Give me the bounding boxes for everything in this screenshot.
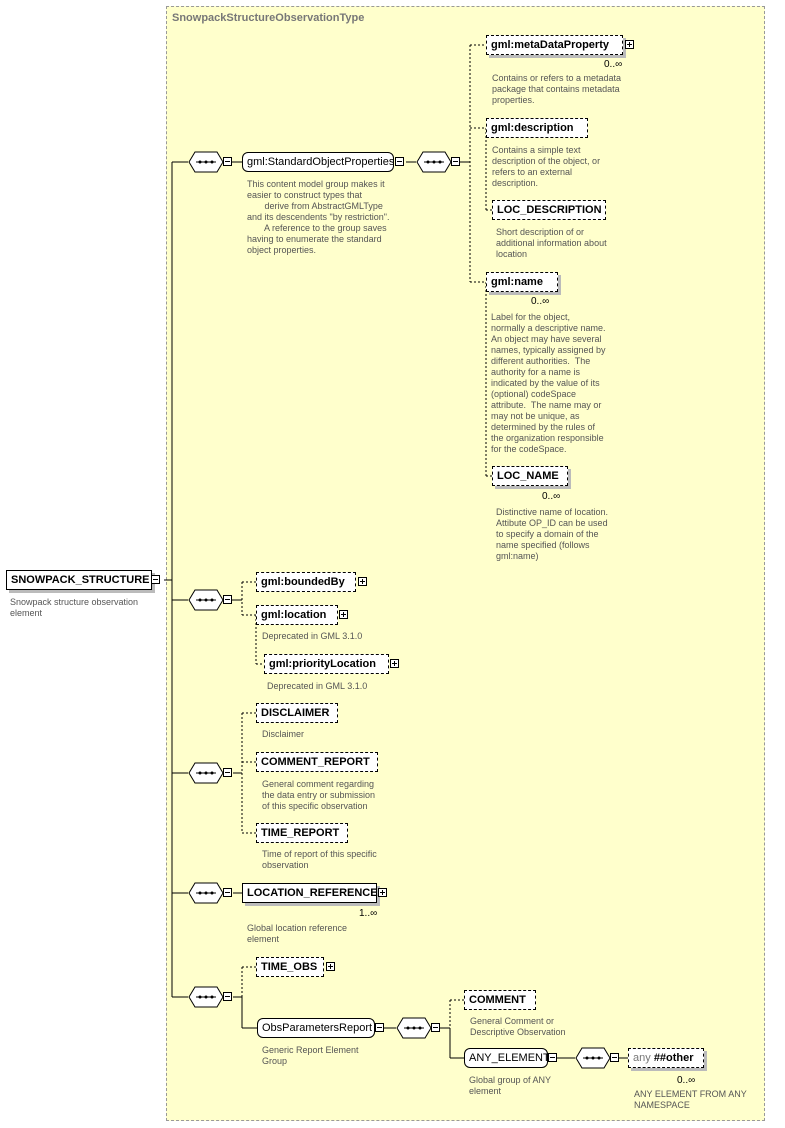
element-label: LOC_DESCRIPTION [497, 204, 602, 216]
wildcard-prefix: any [633, 1052, 651, 1064]
collapse-icon[interactable] [151, 575, 160, 584]
group-label: ObsParametersReport [262, 1022, 373, 1034]
expand-icon[interactable] [326, 962, 335, 971]
type-panel [166, 6, 765, 1121]
bounded-by-element[interactable]: gml:boundedBy [256, 572, 356, 592]
element-label: TIME_REPORT [261, 827, 340, 839]
comment-report-doc: General comment regarding the data entry… [262, 779, 376, 811]
element-label: DISCLAIMER [261, 707, 330, 719]
expand-icon[interactable] [358, 577, 367, 586]
root-element-doc: Snowpack structure observation element [10, 597, 139, 618]
sequence-icon [188, 986, 224, 1008]
wildcard-label: ##other [653, 1052, 694, 1064]
comment-report-element[interactable]: COMMENT_REPORT [256, 752, 378, 772]
gml-name-element[interactable]: gml:name [486, 272, 558, 292]
element-label: COMMENT [469, 994, 526, 1006]
any-element-doc: Global group of ANY element [469, 1075, 552, 1096]
element-label: gml:location [261, 609, 327, 621]
comment-doc: General Comment or Descriptive Observati… [470, 1016, 566, 1037]
collapse-icon[interactable] [395, 157, 404, 166]
standard-object-properties-group[interactable]: gml:StandardObjectProperties [242, 152, 394, 172]
element-label: gml:boundedBy [261, 576, 345, 588]
sequence-icon [396, 1017, 432, 1039]
collapse-icon[interactable] [548, 1053, 557, 1062]
element-label: gml:description [491, 122, 574, 134]
cardinality-label: 0..∞ [604, 59, 623, 70]
collapse-icon[interactable] [610, 1053, 619, 1062]
any-element-group[interactable]: ANY_ELEMENT [464, 1048, 550, 1068]
any-other-wildcard[interactable]: any ##other [628, 1048, 704, 1068]
standard-object-properties-doc: This content model group makes it easier… [247, 179, 390, 255]
root-element-label: SNOWPACK_STRUCTURE [11, 574, 150, 586]
priority-location-doc: Deprecated in GML 3.1.0 [267, 681, 368, 691]
element-label: gml:priorityLocation [269, 658, 376, 670]
metadata-property-element[interactable]: gml:metaDataProperty [486, 35, 623, 55]
time-report-doc: Time of report of this specific observat… [262, 849, 377, 870]
time-report-element[interactable]: TIME_REPORT [256, 823, 348, 843]
sequence-icon [416, 151, 452, 173]
collapse-icon[interactable] [451, 157, 460, 166]
metadata-property-doc: Contains or refers to a metadata package… [492, 73, 622, 105]
sequence-icon [188, 151, 224, 173]
collapse-icon[interactable] [223, 768, 232, 777]
collapse-icon[interactable] [223, 157, 232, 166]
collapse-icon[interactable] [223, 888, 232, 897]
description-doc: Contains a simple text description of th… [492, 145, 601, 188]
description-element[interactable]: gml:description [486, 118, 588, 138]
location-reference-doc: Global location reference element [247, 923, 348, 944]
location-reference-element[interactable]: LOCATION_REFERENCE [242, 883, 378, 903]
expand-icon[interactable] [378, 888, 387, 897]
sequence-icon [575, 1047, 611, 1069]
expand-icon[interactable] [625, 40, 634, 49]
collapse-icon[interactable] [431, 1023, 440, 1032]
element-label: gml:metaDataProperty [491, 39, 609, 51]
type-title: SnowpackStructureObservationType [172, 12, 365, 24]
collapse-icon[interactable] [223, 992, 232, 1001]
group-label: gml:StandardObjectProperties [247, 156, 395, 168]
expand-icon[interactable] [390, 659, 399, 668]
gml-name-doc: Label for the object, normally a descrip… [491, 312, 606, 454]
sequence-icon [188, 589, 224, 611]
obs-parameters-report-doc: Generic Report Element Group [262, 1045, 359, 1066]
loc-name-doc: Distinctive name of location. Attibute O… [496, 507, 609, 561]
element-label: COMMENT_REPORT [261, 756, 370, 768]
disclaimer-element[interactable]: DISCLAIMER [256, 703, 338, 723]
expand-icon[interactable] [339, 610, 348, 619]
location-element[interactable]: gml:location [256, 605, 338, 625]
element-label: TIME_OBS [261, 961, 318, 973]
cardinality-label: 0..∞ [542, 491, 561, 502]
cardinality-label: 0..∞ [677, 1075, 696, 1086]
comment-element[interactable]: COMMENT [464, 990, 536, 1010]
collapse-icon[interactable] [223, 595, 232, 604]
root-element-box[interactable]: SNOWPACK_STRUCTURE [6, 570, 152, 590]
element-label: gml:name [491, 276, 543, 288]
cardinality-label: 1..∞ [359, 908, 378, 919]
any-other-doc: ANY ELEMENT FROM ANY NAMESPACE [634, 1089, 747, 1110]
priority-location-element[interactable]: gml:priorityLocation [264, 654, 389, 674]
element-label: LOCATION_REFERENCE [247, 887, 378, 899]
location-doc: Deprecated in GML 3.1.0 [262, 631, 363, 641]
collapse-icon[interactable] [375, 1023, 384, 1032]
cardinality-label: 0..∞ [531, 296, 550, 307]
loc-description-element[interactable]: LOC_DESCRIPTION [492, 200, 606, 220]
disclaimer-doc: Disclaimer [262, 729, 305, 739]
loc-name-element[interactable]: LOC_NAME [492, 466, 568, 486]
time-obs-element[interactable]: TIME_OBS [256, 957, 324, 977]
sequence-icon [188, 762, 224, 784]
sequence-icon [188, 882, 224, 904]
element-label: LOC_NAME [497, 470, 559, 482]
obs-parameters-report-group[interactable]: ObsParametersReport [257, 1018, 375, 1038]
group-label: ANY_ELEMENT [469, 1052, 550, 1064]
loc-description-doc: Short description of or additional infor… [496, 227, 607, 259]
